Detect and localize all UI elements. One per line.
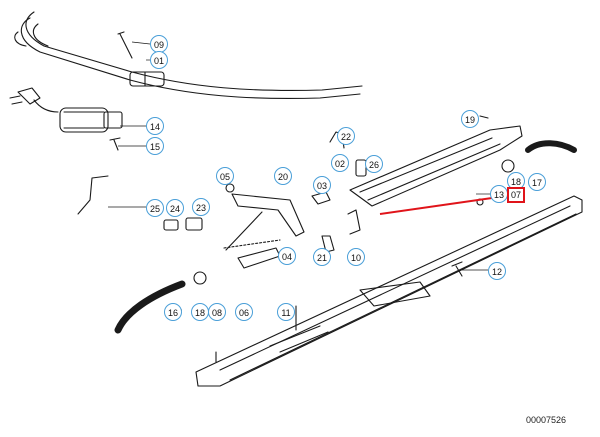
callout-14[interactable]: 14 bbox=[146, 117, 164, 135]
callout-24[interactable]: 24 bbox=[166, 199, 184, 217]
cable-outer bbox=[20, 17, 361, 100]
callout-15[interactable]: 15 bbox=[146, 137, 164, 155]
callout-10[interactable]: 10 bbox=[347, 248, 365, 266]
callout-11[interactable]: 11 bbox=[277, 303, 295, 321]
red-pointer-line bbox=[379, 195, 507, 215]
callout-08[interactable]: 08 bbox=[208, 303, 226, 321]
upper-rail bbox=[349, 125, 523, 207]
callout-26[interactable]: 26 bbox=[365, 155, 383, 173]
callout-16[interactable]: 16 bbox=[164, 303, 182, 321]
callout-17[interactable]: 17 bbox=[528, 173, 546, 191]
callout-20[interactable]: 20 bbox=[274, 167, 292, 185]
callout-01[interactable]: 01 bbox=[150, 51, 168, 69]
callout-12[interactable]: 12 bbox=[488, 262, 506, 280]
callout-07-highlighted[interactable]: 07 bbox=[507, 187, 525, 203]
lower-rail bbox=[195, 195, 583, 387]
callout-05[interactable]: 05 bbox=[216, 167, 234, 185]
callout-23[interactable]: 23 bbox=[192, 198, 210, 216]
cable-inner bbox=[25, 11, 363, 92]
callout-03[interactable]: 03 bbox=[313, 176, 331, 194]
callout-19[interactable]: 19 bbox=[461, 110, 479, 128]
callout-22[interactable]: 22 bbox=[337, 127, 355, 145]
callout-18-lower[interactable]: 18 bbox=[191, 303, 209, 321]
callout-04[interactable]: 04 bbox=[278, 247, 296, 265]
callout-25[interactable]: 25 bbox=[146, 199, 164, 217]
callout-13[interactable]: 13 bbox=[490, 185, 508, 203]
callout-02[interactable]: 02 bbox=[331, 154, 349, 172]
callout-21[interactable]: 21 bbox=[313, 248, 331, 266]
callout-06[interactable]: 06 bbox=[235, 303, 253, 321]
drawing-number: 00007526 bbox=[526, 415, 567, 425]
